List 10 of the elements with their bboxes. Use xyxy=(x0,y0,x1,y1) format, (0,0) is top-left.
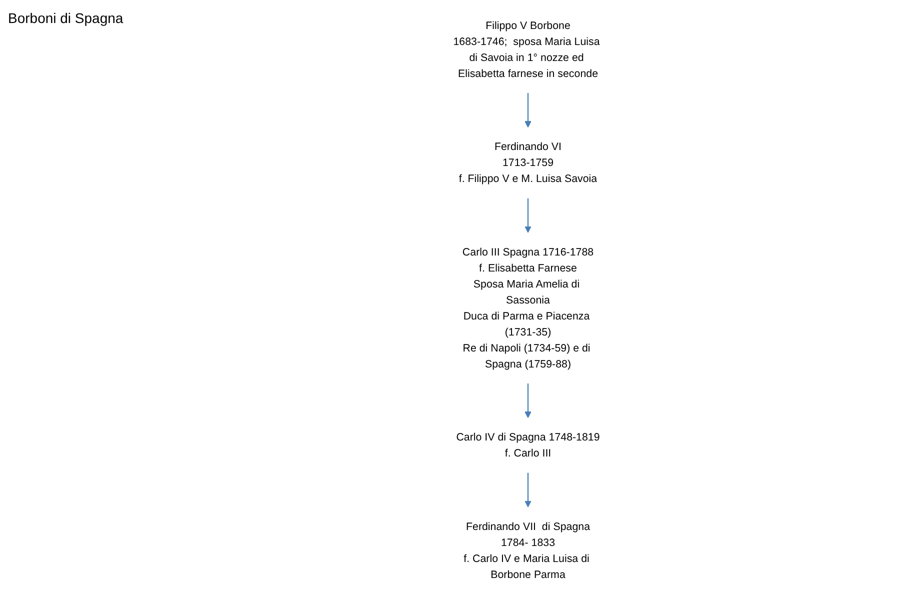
arrow xyxy=(524,93,532,128)
diagram-title: Borboni di Spagna xyxy=(8,10,124,26)
node-text: Filippo V Borbone 1683-1746; sposa Maria Luisa di Savoia in 1° nozze ed Elisabetta farnese in seconde xyxy=(453,19,600,80)
arrow xyxy=(524,383,532,418)
arrow xyxy=(524,472,532,508)
node-text: Ferdinando VI 1713-1759 f. Filippo V e M. Luisa Savoia xyxy=(458,140,598,184)
node-text: Ferdinando VII di Spagna 1784- 1833 f. Carlo IV e Maria Luisa di Borbone Parma xyxy=(464,520,590,580)
arrow xyxy=(524,198,532,233)
node-text: Carlo III Spagna 1716-1788 f. Elisabetta Farnese Sposa Maria Amelia di Sassonia Duca di Parma e Piacenza (1731-35) Re di Napoli (1734-59) e di Spagna (1759-88) xyxy=(462,245,594,370)
node-text: Carlo IV di Spagna 1748-1819 f. Carlo III xyxy=(456,430,600,459)
